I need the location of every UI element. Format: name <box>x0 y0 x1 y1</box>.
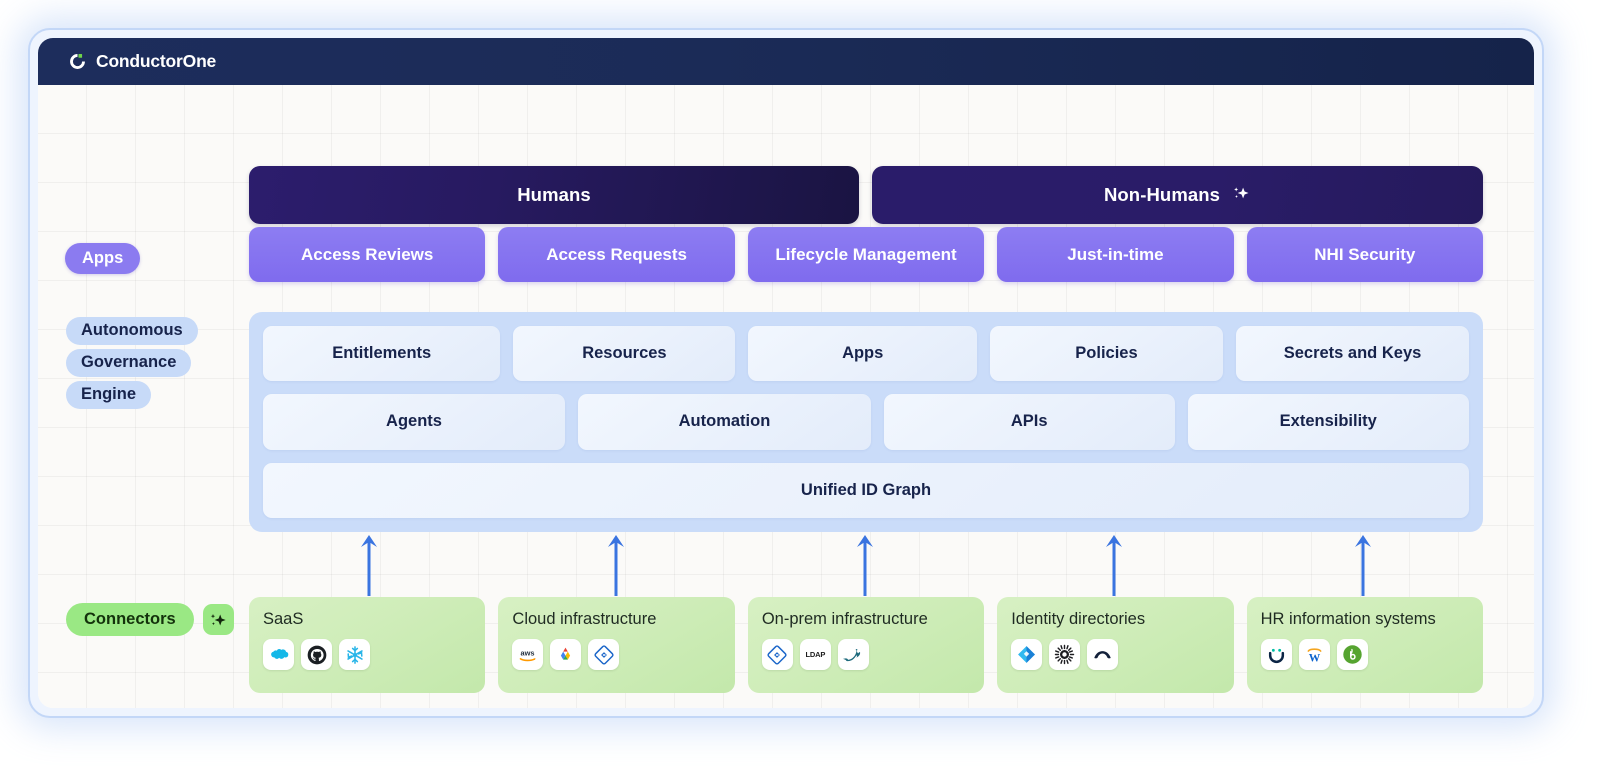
svg-text:aws: aws <box>521 648 535 657</box>
label-pill-connectors-group: Connectors <box>66 603 234 636</box>
app-card-access-reviews[interactable]: Access Reviews <box>249 227 486 282</box>
app-titlebar: ConductorOne <box>38 38 1534 85</box>
segment-non-humans-label: Non-Humans <box>1103 184 1221 205</box>
entra-id-logo-icon <box>1011 639 1043 670</box>
segment-humans-label: Humans <box>517 184 591 205</box>
connector-arrows <box>249 532 1483 597</box>
engine-cell-resources[interactable]: Resources <box>513 326 736 382</box>
engine-row-2: Agents Automation APIs Extensibility <box>263 394 1469 450</box>
engine-cell-policies[interactable]: Policies <box>989 326 1223 382</box>
connector-card-cloud-infrastructure[interactable]: Cloud infrastructure aws <box>498 597 735 693</box>
app-card-lifecycle-management[interactable]: Lifecycle Management <box>747 227 985 282</box>
brand-title: ConductorOne <box>96 51 217 71</box>
diagram-canvas: Humans Non-Humans Apps Acce <box>38 85 1534 708</box>
engine-cell-label: Secrets and Keys <box>1283 344 1422 363</box>
diagram-inner: ConductorOne Humans Non-Humans <box>38 38 1534 708</box>
app-card-just-in-time[interactable]: Just-in-time <box>997 227 1234 282</box>
engine-cell-label: Unified ID Graph <box>800 480 932 499</box>
connector-card-on-prem-infrastructure[interactable]: On-prem infrastructure LDAP <box>747 597 985 693</box>
apps-row: Access Reviews Access Requests Lifecycle… <box>249 227 1484 282</box>
engine-cell-label: Automation <box>678 412 771 431</box>
connectors-row: SaaS <box>249 597 1484 693</box>
engine-cell-label: Agents <box>386 412 442 431</box>
app-card-access-requests[interactable]: Access Requests <box>498 227 735 282</box>
connector-card-title: Identity directories <box>1011 610 1146 628</box>
engine-row-3: Unified ID Graph <box>263 462 1469 518</box>
okta-logo-icon <box>1049 639 1081 670</box>
label-pill-governance: Governance <box>66 349 192 377</box>
app-card-label: Access Reviews <box>301 244 434 264</box>
logo-strip <box>1011 639 1219 670</box>
logo-strip: aws <box>512 639 720 670</box>
connector-card-saas[interactable]: SaaS <box>249 597 486 693</box>
azure-logo-icon <box>588 639 620 670</box>
ukg-logo-icon <box>1260 639 1292 670</box>
engine-cell-label: Entitlements <box>332 344 432 363</box>
bamboohr-logo-icon <box>1336 639 1368 670</box>
connector-card-title: HR information systems <box>1260 610 1436 628</box>
label-pill-apps: Apps <box>65 243 141 274</box>
github-logo-icon <box>301 639 332 670</box>
arrow-up-icon <box>1351 532 1375 597</box>
snowflake-logo-icon <box>339 639 370 670</box>
arrow-up-icon <box>853 532 877 597</box>
active-directory-logo-icon <box>761 639 793 670</box>
engine-cell-label: Apps <box>842 344 884 363</box>
logo-strip <box>263 639 471 670</box>
auth0-logo-icon <box>1087 639 1119 670</box>
connector-card-title: SaaS <box>263 610 304 628</box>
engine-cell-secrets-and-keys[interactable]: Secrets and Keys <box>1236 326 1470 382</box>
ldap-logo-icon: LDAP <box>799 639 831 670</box>
connector-card-title: Cloud infrastructure <box>512 610 657 628</box>
conductorone-logo-icon <box>68 52 87 71</box>
engine-cell-agents[interactable]: Agents <box>263 394 566 450</box>
engine-cell-label: Policies <box>1075 344 1138 363</box>
arrow-up-icon <box>357 532 381 597</box>
connector-card-title: On-prem infrastructure <box>761 610 928 628</box>
engine-cell-label: Extensibility <box>1279 412 1377 431</box>
engine-container: Entitlements Resources Apps Policies Sec… <box>249 312 1483 532</box>
label-pill-engine: Engine <box>66 381 152 409</box>
sparkle-icon <box>1231 183 1251 208</box>
app-card-label: Access Requests <box>546 244 688 264</box>
svg-text:W: W <box>1308 652 1320 664</box>
engine-cell-entitlements[interactable]: Entitlements <box>263 326 501 382</box>
engine-cell-label: Resources <box>582 344 667 363</box>
engine-cell-extensibility[interactable]: Extensibility <box>1187 394 1469 450</box>
workday-logo-icon: W <box>1298 639 1330 670</box>
label-pill-autonomous: Autonomous <box>66 317 198 345</box>
diagram-frame: ConductorOne Humans Non-Humans <box>28 28 1544 718</box>
app-card-nhi-security[interactable]: NHI Security <box>1246 227 1484 282</box>
ldap-logo-text: LDAP <box>805 650 826 659</box>
engine-cell-automation[interactable]: Automation <box>578 394 871 450</box>
engine-cell-unified-id-graph[interactable]: Unified ID Graph <box>263 462 1469 518</box>
sparkle-badge <box>202 604 234 635</box>
arrow-up-icon <box>604 532 628 597</box>
engine-cell-label: APIs <box>1010 412 1048 431</box>
connector-card-identity-directories[interactable]: Identity directories <box>997 597 1234 693</box>
sparkle-icon <box>211 613 226 625</box>
label-pill-apps-text: Apps <box>82 249 124 267</box>
app-card-label: NHI Security <box>1314 244 1416 264</box>
label-pill-connectors: Connectors <box>66 603 194 636</box>
google-cloud-logo-icon <box>550 639 582 670</box>
segment-humans[interactable]: Humans <box>249 166 859 224</box>
arrow-up-icon <box>1102 532 1126 597</box>
logo-strip: W <box>1260 639 1469 670</box>
aws-logo-icon: aws <box>512 639 544 670</box>
engine-row-1: Entitlements Resources Apps Policies Sec… <box>263 326 1470 382</box>
engine-cell-apps[interactable]: Apps <box>748 326 977 382</box>
mysql-logo-icon <box>837 639 869 670</box>
segment-non-humans[interactable]: Non-Humans <box>872 166 1483 224</box>
app-card-label: Lifecycle Management <box>775 244 957 264</box>
connector-card-hr-information-systems[interactable]: HR information systems <box>1246 597 1484 693</box>
logo-strip: LDAP <box>761 639 970 670</box>
engine-cell-apis[interactable]: APIs <box>883 394 1175 450</box>
salesforce-logo-icon <box>263 639 294 670</box>
app-card-label: Just-in-time <box>1067 244 1164 264</box>
label-pill-engine-group: Autonomous Governance Engine <box>66 317 198 409</box>
